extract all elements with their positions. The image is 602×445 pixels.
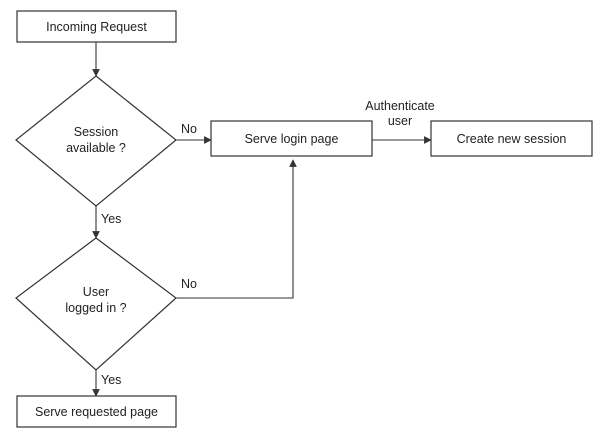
node-incoming-request-label: Incoming Request bbox=[46, 20, 147, 34]
decision-user-logged-in-label-line-2: logged in ? bbox=[65, 301, 126, 315]
edge-label-logged-in-yes: Yes bbox=[101, 373, 121, 387]
edge-label-session-yes: Yes bbox=[101, 212, 121, 226]
node-serve-requested-page: Serve requested page bbox=[16, 395, 177, 428]
edge-user-to-login bbox=[176, 159, 297, 299]
edge-label-logged-in-no: No bbox=[181, 277, 197, 291]
connectors bbox=[92, 42, 432, 397]
node-create-new-session: Create new session bbox=[430, 120, 593, 157]
node-serve-requested-page-label: Serve requested page bbox=[35, 405, 158, 419]
node-create-new-session-label: Create new session bbox=[457, 132, 567, 146]
decision-user-logged-in-label-line-1: User bbox=[83, 285, 109, 299]
edge-label-authenticate-user-line-1: Authenticate bbox=[365, 99, 435, 113]
decision-user-logged-in: User logged in ? bbox=[15, 237, 177, 371]
node-serve-login-page-label: Serve login page bbox=[245, 132, 339, 146]
edge-label-authenticate-user-line-2: user bbox=[388, 114, 412, 128]
decision-session-available-label-line-1: Session bbox=[74, 125, 119, 139]
decision-session-available-label-line-2: available ? bbox=[66, 141, 126, 155]
node-serve-login-page: Serve login page bbox=[210, 120, 373, 157]
decision-session-available: Session available ? bbox=[15, 75, 177, 207]
node-incoming-request: Incoming Request bbox=[16, 10, 177, 43]
edge-label-session-no: No bbox=[181, 122, 197, 136]
